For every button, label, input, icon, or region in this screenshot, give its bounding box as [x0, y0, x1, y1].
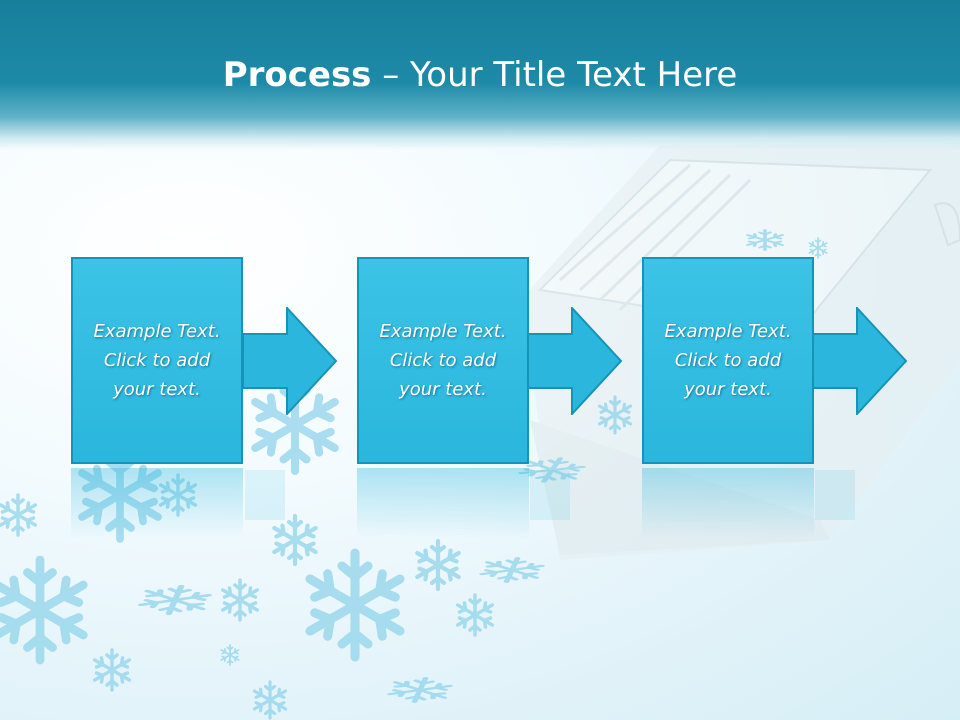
step-1-reflection [71, 468, 243, 538]
step-2-reflection [357, 468, 529, 538]
right-arrow-icon[interactable] [524, 307, 624, 415]
title-text: – Your Title Text Here [371, 55, 738, 95]
title-bold-text: Process [222, 55, 372, 95]
slide-title[interactable]: Process – Your Title Text Here [0, 52, 960, 98]
right-arrow-icon[interactable] [239, 307, 339, 415]
right-arrow-icon[interactable] [809, 307, 909, 415]
title-bar [0, 0, 960, 150]
step-3-reflection [642, 468, 814, 538]
